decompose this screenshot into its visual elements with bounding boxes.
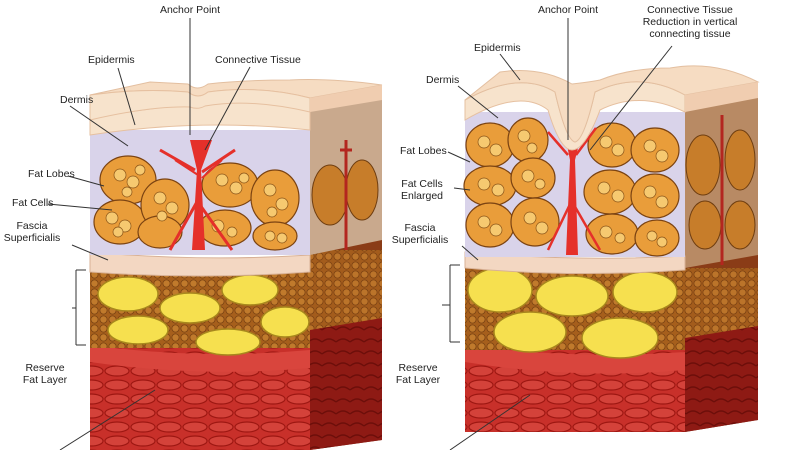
- label-left-epidermis: Epidermis: [88, 54, 135, 66]
- left-connective-tissue: [159, 140, 236, 251]
- label-left-reserve-fat-layer: Reserve Fat Layer: [22, 362, 68, 386]
- label-right-fat-lobes: Fat Lobes: [400, 145, 447, 157]
- label-left-connective-tissue: Connective Tissue: [215, 54, 301, 66]
- right-fat-lobes: [463, 117, 680, 257]
- left-block: [89, 79, 383, 450]
- right-block: [463, 65, 760, 432]
- leader-lines: [47, 18, 673, 450]
- label-right-anchor-point: Anchor Point: [537, 4, 599, 16]
- label-left-fat-lobes: Fat Lobes: [28, 168, 75, 180]
- label-left-anchor-point: Anchor Point: [159, 4, 221, 16]
- label-right-connective-tissue-reduction: Connective Tissue Reduction in vertical …: [642, 4, 738, 40]
- label-left-fat-cells: Fat Cells: [12, 197, 54, 209]
- label-right-dermis: Dermis: [426, 74, 460, 86]
- left-fascia-superficialis: [89, 251, 311, 277]
- label-right-fascia-superficialis: Fascia Superficialis: [391, 222, 449, 246]
- label-left-dermis: Dermis: [60, 94, 94, 106]
- label-right-fat-cells-enlarged: Fat Cells Enlarged: [400, 178, 444, 202]
- label-right-reserve-fat-layer: Reserve Fat Layer: [395, 362, 441, 386]
- left-fat-lobes: [93, 155, 300, 251]
- label-right-epidermis: Epidermis: [474, 42, 521, 54]
- label-left-fascia-superficialis: Fascia Superficialis: [3, 220, 61, 244]
- right-connective-tissue: [546, 127, 602, 255]
